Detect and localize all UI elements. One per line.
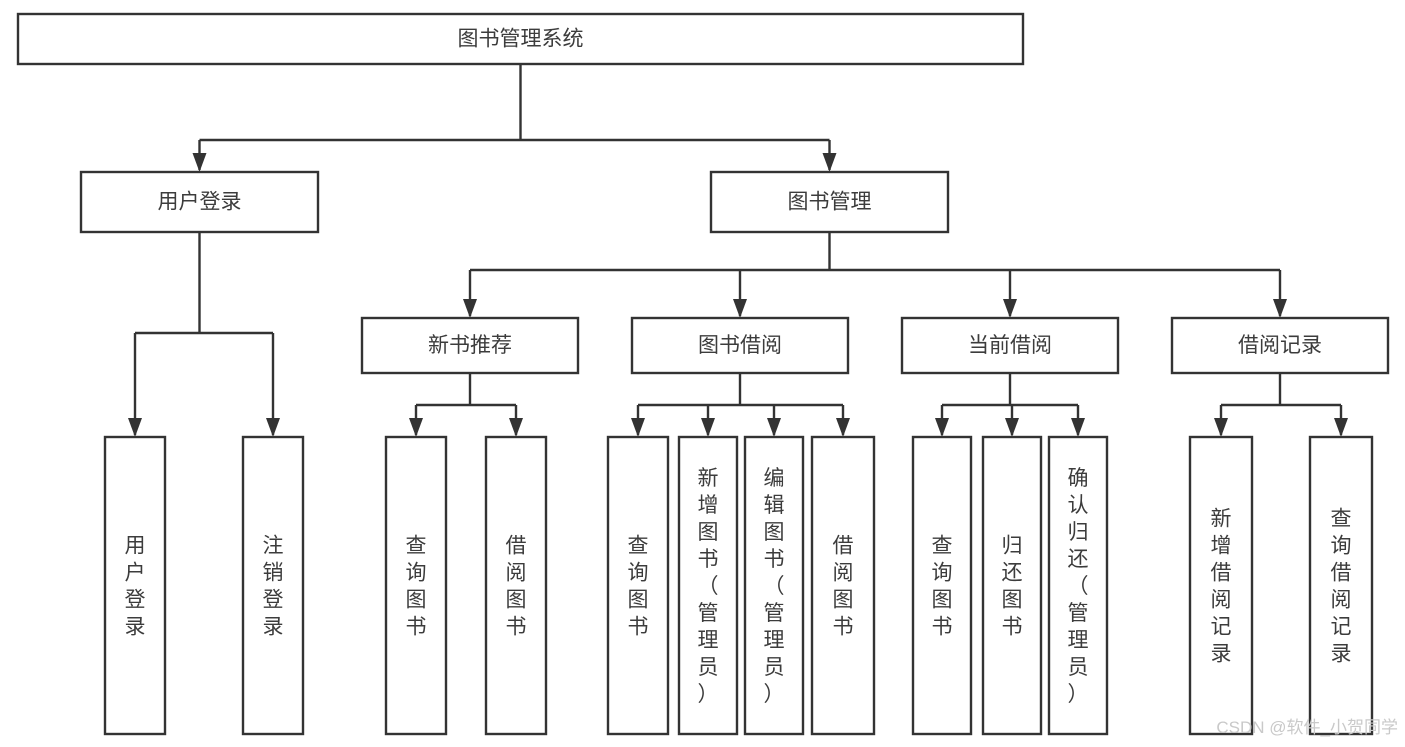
node-label-leaf-query-record: 查询借阅记录 — [1331, 508, 1352, 666]
node-layer: 图书管理系统用户登录图书管理新书推荐图书借阅当前借阅借阅记录用户登录注销登录查询… — [16, 12, 1390, 736]
connector-group-book-borrow — [631, 373, 850, 437]
node-label-leaf-return-book: 归还图书 — [1002, 535, 1023, 639]
node-box-current-borrow — [900, 316, 1120, 375]
node-leaf-confirm-return[interactable]: 确认归还（管理员） — [1047, 435, 1109, 736]
node-box-leaf-add-record — [1188, 435, 1254, 736]
node-box-root — [16, 12, 1025, 66]
node-label-current-borrow: 当前借阅 — [968, 334, 1052, 357]
node-label-root: 图书管理系统 — [458, 28, 584, 51]
node-leaf-borrow-book[interactable]: 借阅图书 — [810, 435, 876, 736]
node-label-user-login: 用户登录 — [158, 191, 242, 214]
connector-group-current-borrow — [935, 373, 1085, 437]
node-leaf-user-login[interactable]: 用户登录 — [103, 435, 167, 736]
node-leaf-add-book[interactable]: 新增图书（管理员） — [677, 435, 739, 736]
node-box-leaf-borrow-book-rec — [484, 435, 548, 736]
connector-layer — [128, 64, 1348, 437]
node-box-leaf-query-record — [1308, 435, 1374, 736]
connector-group-root — [192, 64, 837, 172]
node-leaf-query-record[interactable]: 查询借阅记录 — [1308, 435, 1374, 736]
node-current-borrow[interactable]: 当前借阅 — [900, 316, 1120, 375]
node-leaf-query-book-rec[interactable]: 查询图书 — [384, 435, 448, 736]
node-user-login[interactable]: 用户登录 — [79, 170, 320, 234]
node-box-leaf-edit-book — [743, 435, 805, 736]
node-box-new-book-rec — [360, 316, 580, 375]
node-box-leaf-user-login — [103, 435, 167, 736]
node-box-leaf-return-book — [981, 435, 1043, 736]
node-label-leaf-confirm-return: 确认归还（管理员） — [1068, 467, 1089, 706]
node-box-book-manage — [709, 170, 950, 234]
node-label-new-book-rec: 新书推荐 — [428, 334, 512, 357]
node-label-leaf-query-book-cur: 查询图书 — [932, 535, 953, 639]
connector-group-book-manage — [463, 232, 1287, 318]
node-box-user-login — [79, 170, 320, 234]
node-new-book-rec[interactable]: 新书推荐 — [360, 316, 580, 375]
node-box-leaf-add-book — [677, 435, 739, 736]
node-box-leaf-logout — [241, 435, 305, 736]
node-leaf-query-book-cur[interactable]: 查询图书 — [911, 435, 973, 736]
node-label-borrow-record: 借阅记录 — [1238, 334, 1322, 357]
node-label-leaf-logout: 注销登录 — [263, 535, 284, 639]
node-root[interactable]: 图书管理系统 — [16, 12, 1025, 66]
node-leaf-logout[interactable]: 注销登录 — [241, 435, 305, 736]
node-box-book-borrow — [630, 316, 850, 375]
csdn-watermark: CSDN @软件_小贺同学 — [1216, 718, 1398, 737]
node-label-leaf-edit-book: 编辑图书（管理员） — [764, 467, 785, 706]
node-book-borrow[interactable]: 图书借阅 — [630, 316, 850, 375]
node-label-book-borrow: 图书借阅 — [698, 334, 782, 357]
connector-group-new-book-rec — [409, 373, 523, 437]
node-book-manage[interactable]: 图书管理 — [709, 170, 950, 234]
node-label-leaf-query-book-rec: 查询图书 — [406, 535, 427, 639]
node-label-book-manage: 图书管理 — [788, 191, 872, 214]
node-leaf-borrow-book-rec[interactable]: 借阅图书 — [484, 435, 548, 736]
node-label-leaf-query-book-borrow: 查询图书 — [628, 535, 649, 639]
node-label-leaf-add-book: 新增图书（管理员） — [698, 467, 719, 706]
node-label-leaf-borrow-book: 借阅图书 — [833, 535, 854, 639]
node-borrow-record[interactable]: 借阅记录 — [1170, 316, 1390, 375]
node-leaf-query-book-borrow[interactable]: 查询图书 — [606, 435, 670, 736]
node-label-leaf-borrow-book-rec: 借阅图书 — [506, 535, 527, 639]
node-box-leaf-borrow-book — [810, 435, 876, 736]
node-label-leaf-add-record: 新增借阅记录 — [1211, 508, 1232, 666]
connector-group-borrow-record — [1214, 373, 1348, 437]
node-label-leaf-user-login: 用户登录 — [125, 535, 146, 639]
node-box-leaf-query-book-rec — [384, 435, 448, 736]
node-box-leaf-query-book-cur — [911, 435, 973, 736]
node-leaf-edit-book[interactable]: 编辑图书（管理员） — [743, 435, 805, 736]
connector-group-user-login — [128, 232, 280, 437]
node-box-leaf-query-book-borrow — [606, 435, 670, 736]
node-box-leaf-confirm-return — [1047, 435, 1109, 736]
node-leaf-return-book[interactable]: 归还图书 — [981, 435, 1043, 736]
node-leaf-add-record[interactable]: 新增借阅记录 — [1188, 435, 1254, 736]
node-box-borrow-record — [1170, 316, 1390, 375]
